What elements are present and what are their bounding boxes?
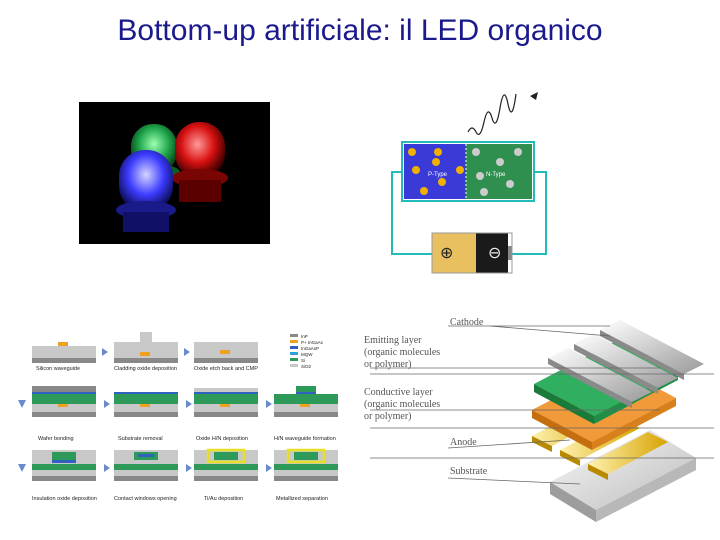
rgb-led-photo bbox=[79, 102, 270, 244]
step-label: Oxide etch back and CMP bbox=[194, 366, 258, 372]
cathode-label: Cathode bbox=[450, 317, 484, 328]
step-label: Contact windows opening bbox=[114, 496, 177, 502]
emitting-layer-label: or polymer) bbox=[364, 359, 412, 370]
conductive-layer-label: or polymer) bbox=[364, 411, 412, 422]
svg-text:InGaAsP: InGaAsP bbox=[301, 346, 319, 351]
emitting-layer-label: (organic molecules bbox=[364, 347, 440, 358]
pn-junction-diagram: P-Type N-Type ⊕ ⊖ bbox=[380, 88, 560, 278]
step-label: Silicon waveguide bbox=[36, 366, 80, 372]
page-title: Bottom-up artificiale: il LED organico bbox=[0, 14, 720, 48]
step-label: Substrate removal bbox=[118, 436, 163, 442]
step-label: Wafer bonding bbox=[38, 436, 74, 442]
step-label: Cladding oxide deposition bbox=[114, 366, 177, 372]
photon-arrow-head bbox=[530, 92, 538, 100]
n-type-label: N-Type bbox=[486, 172, 506, 178]
fabrication-process-figure: Silicon waveguide Cladding oxide deposit… bbox=[12, 328, 352, 508]
process-legend: InP P+ InGaAs InGaAsP MQW Si SiO2 bbox=[290, 334, 324, 369]
minus-icon: ⊖ bbox=[488, 243, 501, 262]
anode-label: Anode bbox=[450, 437, 477, 448]
red-led bbox=[172, 122, 228, 202]
conductive-layer-label: Conductive layer bbox=[364, 387, 433, 398]
svg-text:SiO2: SiO2 bbox=[301, 364, 312, 369]
step-label: Metallized separation bbox=[276, 496, 328, 502]
step-label: Ti/Au deposition bbox=[204, 496, 243, 502]
process-cell: Metallized separation bbox=[274, 450, 338, 502]
process-cell: Cladding oxide deposition bbox=[114, 332, 178, 372]
svg-text:P+ InGaAs: P+ InGaAs bbox=[301, 340, 324, 345]
step-label: H/N waveguide formation bbox=[274, 436, 336, 442]
process-cell: Insulation oxide deposition bbox=[32, 450, 97, 502]
step-label: Oxide H/N deposition bbox=[196, 436, 248, 442]
plus-icon: ⊕ bbox=[440, 243, 453, 262]
process-cell: H/N waveguide formation bbox=[274, 386, 338, 442]
svg-text:InP: InP bbox=[301, 334, 308, 339]
process-cell: Oxide H/N deposition bbox=[194, 388, 258, 442]
battery: ⊕ ⊖ bbox=[432, 233, 512, 273]
substrate-label: Substrate bbox=[450, 466, 488, 477]
svg-text:MQW: MQW bbox=[301, 352, 313, 357]
oled-layer-diagram: Cathode Emitting layer (organic molecule… bbox=[360, 300, 716, 525]
svg-text:Si: Si bbox=[301, 358, 305, 363]
step-label: Insulation oxide deposition bbox=[32, 496, 97, 502]
photon-wave bbox=[468, 94, 516, 134]
p-type-label: P-Type bbox=[428, 172, 448, 178]
conductive-layer-label: (organic molecules bbox=[364, 399, 440, 410]
process-cell: Wafer bonding bbox=[32, 386, 96, 442]
process-cell: Ti/Au deposition bbox=[194, 450, 258, 502]
process-cell: Silicon waveguide bbox=[32, 342, 96, 372]
process-cell: Substrate removal bbox=[114, 392, 178, 442]
emitting-layer-label: Emitting layer bbox=[364, 335, 422, 346]
process-cell: Contact windows opening bbox=[114, 450, 178, 502]
blue-led bbox=[116, 150, 176, 232]
process-cell: Oxide etch back and CMP bbox=[194, 342, 258, 372]
